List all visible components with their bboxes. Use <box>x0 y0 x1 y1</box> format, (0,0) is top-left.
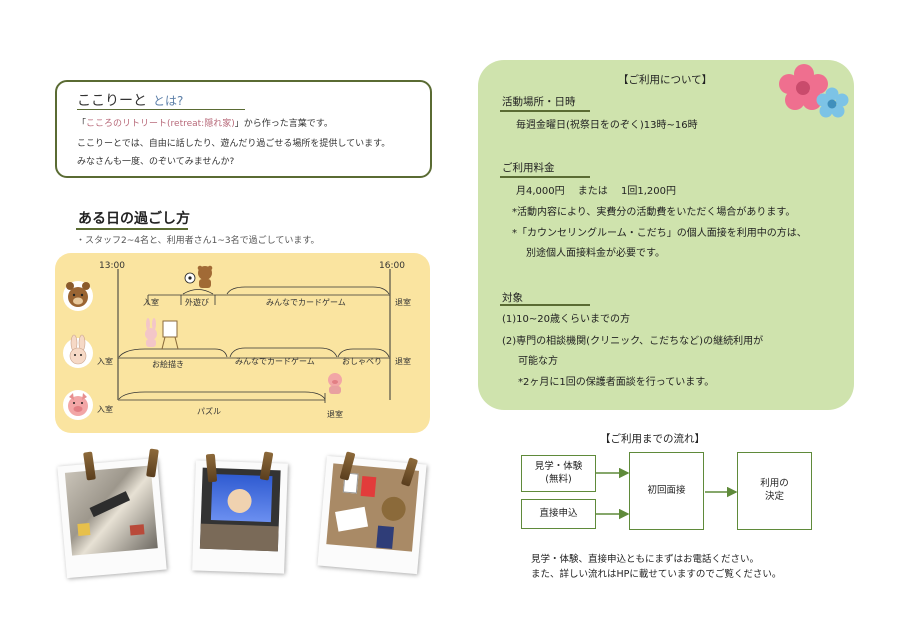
day-underline <box>76 228 188 230</box>
intro-line1-highlight: こころのリトリート(retreat:隠れ家) <box>86 119 235 129</box>
row2-enter-label: 入室 <box>97 357 113 366</box>
intro-line3: みなさんも一度、のぞいてみませんか? <box>77 157 235 167</box>
row3-puzzle-label: パズル <box>197 407 221 416</box>
fee-note2: *「カウンセリングルーム・こだち」の個人面接を利用中の方は、 <box>512 228 807 239</box>
place-text: 毎週金曜日(祝祭日をのぞく)13時~16時 <box>516 120 698 131</box>
timeline-panel: 13:00 16:00 入室 外遊び みんなでカードゲーム 退室 入室 お絵描き… <box>55 253 430 433</box>
target-underline <box>500 304 590 306</box>
row3-exit-label: 退室 <box>327 410 343 419</box>
info-heading: 【ご利用について】 <box>618 74 713 86</box>
flow-note2: また、詳しい流れはHPに載せていますのでご覧ください。 <box>531 569 782 580</box>
time-start-label: 13:00 <box>99 261 125 271</box>
flow-box-direct: 直接申込 <box>521 499 596 529</box>
row2-game-label: みんなでカードゲーム <box>235 357 315 366</box>
target-1: (1)10~20歳くらいまでの方 <box>502 314 630 325</box>
target-label: 対象 <box>502 292 523 304</box>
place-label: 活動場所・日時 <box>502 96 576 108</box>
info-panel: 【ご利用について】 活動場所・日時 毎週金曜日(祝祭日をのぞく)13時~16時 … <box>478 60 854 410</box>
pig-icon <box>63 390 93 420</box>
target-2: (2)専門の相談機関(クリニック、こだちなど)の継続利用が <box>502 336 764 347</box>
intro-line1-post: 」から作った言葉です。 <box>234 119 333 129</box>
day-title: ある日の過ごし方 <box>78 211 190 227</box>
flow-arrows <box>596 467 738 520</box>
day-subtitle: ・スタッフ2~4名と、利用者さん1~3名で過ごしています。 <box>76 236 320 246</box>
fee-note3: 別途個人面接料金が必要です。 <box>526 248 665 259</box>
flow-box-decide-line2: 決定 <box>764 491 784 502</box>
bear-with-ball-icon <box>184 265 213 288</box>
photo-clip-3 <box>205 453 218 483</box>
flow-box-visit-line1: 見学・体験 <box>534 460 583 472</box>
place-underline <box>500 110 590 112</box>
row2-exit-label: 退室 <box>395 357 411 366</box>
intro-title-suffix: とは? <box>153 94 184 108</box>
pig-exit-icon <box>328 373 342 394</box>
flow-box-decide-line1: 利用の <box>760 478 789 490</box>
row3-enter-label: 入室 <box>97 405 113 414</box>
intro-title: ここりーととは? <box>77 90 183 110</box>
flow-note1: 見学・体験、直接申込ともにまずはお電話ください。 <box>531 554 760 565</box>
intro-box: ここりーととは? 「こころのリトリート(retreat:隠れ家)」から作った言葉… <box>55 80 432 178</box>
intro-underline <box>77 109 245 110</box>
intro-line1-pre: 「 <box>77 119 87 129</box>
row2-drawing-label: お絵描き <box>152 360 184 369</box>
photo-board-game-image <box>64 465 158 556</box>
fee-note1: *活動内容により、実費分の活動費をいただく場合があります。 <box>512 207 796 218</box>
photo-video-game <box>192 460 288 574</box>
rabbit-icon <box>63 334 93 368</box>
flow-box-visit: 見学・体験 (無料) <box>521 455 596 492</box>
flow-box-interview-label: 初回面接 <box>647 484 686 496</box>
flow-box-decide: 利用の 決定 <box>737 452 812 530</box>
pink-flower-icon <box>779 64 828 110</box>
fee-underline <box>500 176 590 178</box>
time-end-label: 16:00 <box>379 261 405 271</box>
flow-title: 【ご利用までの流れ】 <box>600 433 705 445</box>
flow-box-interview: 初回面接 <box>629 452 704 530</box>
flow-box-direct-label: 直接申込 <box>539 507 578 519</box>
row1-exit-label: 退室 <box>395 298 411 307</box>
target-2b: 可能な方 <box>518 356 558 367</box>
blue-flower-icon <box>816 87 849 118</box>
row1-game-label: みんなでカードゲーム <box>266 298 346 307</box>
flower-decoration <box>779 64 849 118</box>
intro-line2: ここりーとでは、自由に話したり、遊んだり過ごせる場所を提供しています。 <box>77 139 391 149</box>
flow-box-visit-line2: (無料) <box>545 473 572 485</box>
row2-chat-label: おしゃべり <box>342 357 382 366</box>
bear-icon <box>63 281 93 311</box>
row1-enter-label: 入室 <box>143 298 159 307</box>
intro-line1: 「こころのリトリート(retreat:隠れ家)」から作った言葉です。 <box>77 116 333 129</box>
target-note: *2ヶ月に1回の保護者面談を行っています。 <box>518 377 715 388</box>
fee-label: ご利用料金 <box>502 162 555 174</box>
fee-line1: 月4,000円 または 1回1,200円 <box>516 186 676 197</box>
intro-title-text: ここりーと <box>77 93 147 109</box>
rabbit-painting-icon <box>145 318 179 350</box>
row1-play-label: 外遊び <box>185 298 209 307</box>
timeline-drawing <box>63 265 391 420</box>
